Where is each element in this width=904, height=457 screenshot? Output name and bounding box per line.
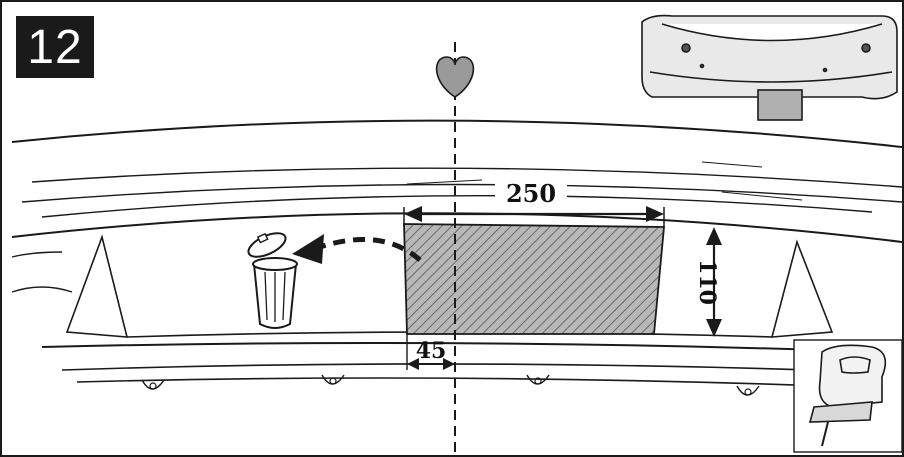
offset-dimension <box>406 334 455 370</box>
step-number-badge: 12 <box>16 16 94 78</box>
cutout-area <box>403 223 665 335</box>
heart-icon <box>435 56 475 98</box>
width-dimension <box>403 206 665 227</box>
trash-can-icon <box>247 232 298 329</box>
bumper-outline <box>11 119 902 396</box>
discard-arrow <box>319 236 422 262</box>
height-dimension <box>706 227 722 337</box>
offset-label: 45 <box>416 338 447 364</box>
jigsaw-tool-icon <box>793 339 902 453</box>
height-label: 110 <box>694 259 720 305</box>
width-label: 250 <box>506 179 556 208</box>
car-rear-bumper-thumbnail <box>641 14 898 121</box>
